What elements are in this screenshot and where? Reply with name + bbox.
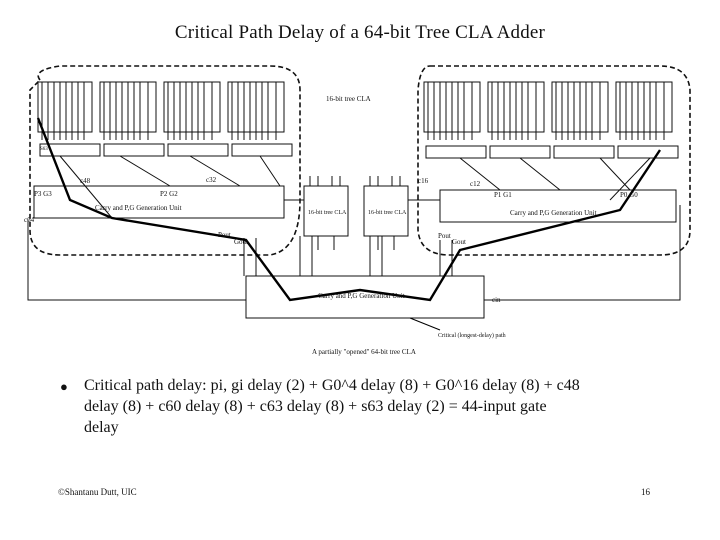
- critical-path-pointer: [409, 317, 441, 331]
- root-pg-unit-label: Carry and P,G Generation Unit: [318, 292, 405, 300]
- tree-cla-diagram: 16-bit tree CLA Carry and P,G Generation…: [24, 65, 691, 356]
- bullet-dot: ●: [60, 379, 68, 394]
- label-p3g3: P3 G3: [34, 190, 52, 198]
- footer-author: ©Shantanu Dutt, UIC: [58, 487, 137, 497]
- left-leaf-adders: [37, 81, 293, 157]
- middle-cla-1-label: 16-bit tree CLA: [308, 210, 347, 216]
- label-cin: cin: [492, 296, 501, 304]
- middle-cla-1: [303, 185, 349, 237]
- critical-path: [36, 117, 661, 302]
- label-p0g0: P0 G0: [620, 191, 638, 199]
- label-gout-left: Gout: [234, 238, 248, 246]
- bullet-text: Critical path delay: pi, gi delay (2) + …: [84, 375, 644, 438]
- footer-page-number: 16: [641, 487, 650, 497]
- label-p2g2: P2 G2: [160, 190, 178, 198]
- label-p1g1: P1 G1: [494, 191, 512, 199]
- left-carry-pg-unit: [33, 185, 285, 219]
- bullet-line-2: delay (8) + c60 delay (8) + c63 delay (8…: [84, 398, 547, 415]
- label-c16: c16: [418, 177, 429, 185]
- label-c64: c64: [24, 216, 35, 224]
- left-pg-unit-label: Carry and P,G Generation Unit: [95, 204, 182, 212]
- middle-cla-2: [363, 185, 409, 237]
- bullet-line-1: Critical path delay: pi, gi delay (2) + …: [84, 377, 580, 394]
- label-pout-left: Pout: [218, 231, 231, 239]
- label-s63: S63: [40, 147, 48, 152]
- label-16bit-cla: 16-bit tree CLA: [326, 95, 371, 103]
- right-pg-unit-label: Carry and P,G Generation Unit: [510, 209, 597, 217]
- critical-path-label: Critical (longest-delay) path: [438, 332, 506, 339]
- right-leaf-adders: [423, 81, 679, 159]
- label-c12: c12: [470, 180, 481, 188]
- middle-cla-2-label: 16-bit tree CLA: [368, 210, 407, 216]
- slide-title: Critical Path Delay of a 64-bit Tree CLA…: [174, 22, 546, 43]
- label-c32: c32: [206, 176, 217, 184]
- label-pout-right: Pout: [438, 232, 451, 240]
- diagram-caption: A partially "opened" 64-bit tree CLA: [312, 348, 416, 356]
- label-c48: c48: [80, 177, 91, 185]
- bullet-line-3: delay: [84, 419, 119, 436]
- root-carry-pg-unit: [245, 275, 485, 319]
- right-cla-outline: [417, 65, 691, 256]
- label-gout-right: Gout: [452, 238, 466, 246]
- right-carry-pg-unit: [439, 189, 677, 223]
